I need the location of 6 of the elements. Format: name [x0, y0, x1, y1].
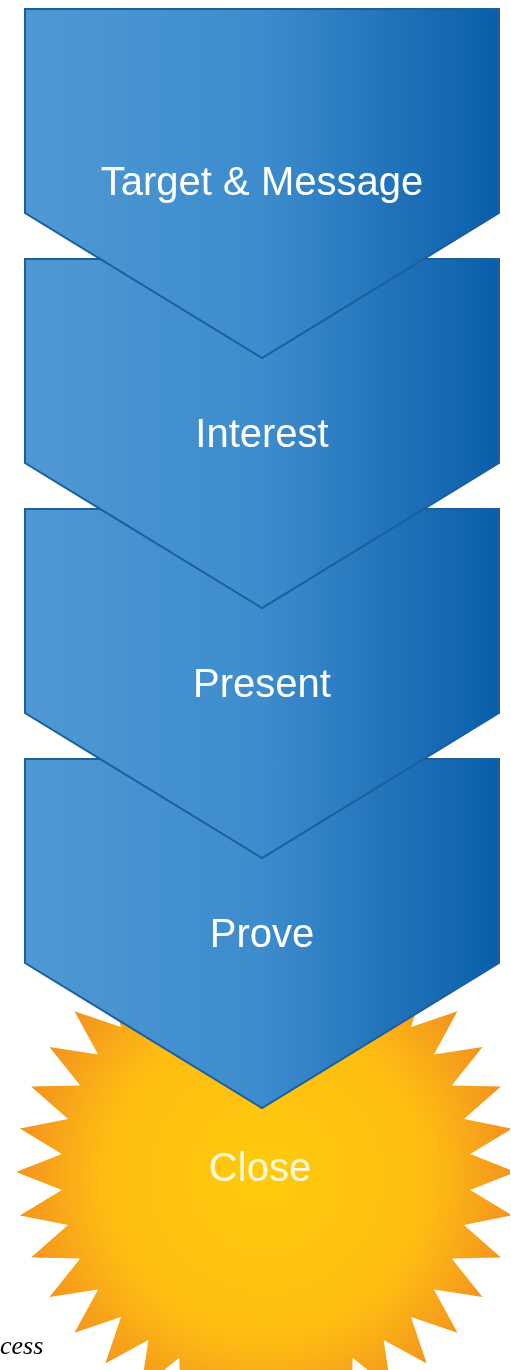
caption-fragment: cess [0, 1330, 44, 1362]
step-label: Present [193, 660, 331, 706]
step-label: Target & Message [100, 158, 424, 204]
step-label: Prove [209, 910, 315, 956]
step-label: Interest [195, 410, 329, 456]
step-label: Close [208, 1144, 312, 1190]
